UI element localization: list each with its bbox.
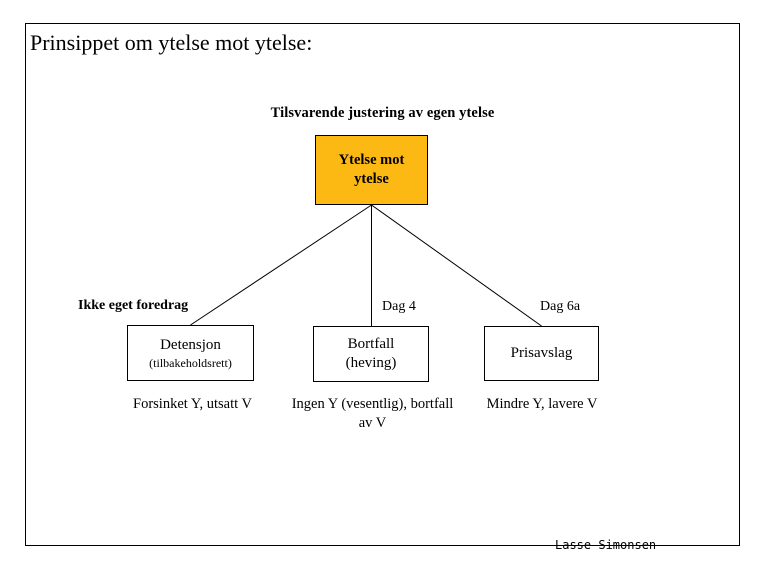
node-prisavslag-line1: Prisavslag — [510, 345, 573, 361]
node-ytelse-mot-ytelse-line2: ytelse — [354, 171, 389, 187]
node-prisavslag: Prisavslag — [484, 326, 599, 381]
slide-frame — [25, 23, 740, 546]
node-ytelse-mot-ytelse-line1: Ytelse mot — [338, 152, 405, 168]
caption-detensjon: Forsinket Y, utsatt V — [133, 396, 252, 412]
footer-signature: Lasse Simonsen — [520, 536, 740, 554]
node-detensjon-line1: Detensjon — [160, 336, 221, 353]
signature-rule-right — [663, 538, 740, 546]
node-bortfall: Bortfall (heving) — [313, 326, 429, 382]
node-detensjon: Detensjon (tilbakeholdsrett) — [127, 325, 254, 381]
signature-rule-left — [520, 544, 548, 546]
caption-bortfall: Ingen Y (vesentlig), bortfall av V — [291, 396, 454, 431]
top-caption: Tilsvarende justering av egen ytelse — [270, 105, 495, 121]
node-bortfall-line1: Bortfall — [347, 336, 395, 352]
node-ytelse-mot-ytelse-text: Ytelse mot ytelse — [339, 151, 405, 189]
page-title: Prinsippet om ytelse mot ytelse: — [30, 30, 313, 55]
node-bortfall-line2: (heving) — [345, 355, 397, 371]
node-detensjon-line2: (tilbakeholdsrett) — [149, 355, 232, 370]
signature-author: Lasse Simonsen — [555, 538, 657, 552]
edge-label-dag-6a: Dag 6a — [540, 299, 581, 314]
edge-label-dag-4: Dag 4 — [382, 299, 416, 314]
node-ytelse-mot-ytelse: Ytelse mot ytelse — [315, 135, 428, 205]
edge-label-ikke-eget-foredrag: Ikke eget foredrag — [78, 298, 189, 313]
caption-prisavslag: Mindre Y, lavere V — [486, 396, 598, 412]
